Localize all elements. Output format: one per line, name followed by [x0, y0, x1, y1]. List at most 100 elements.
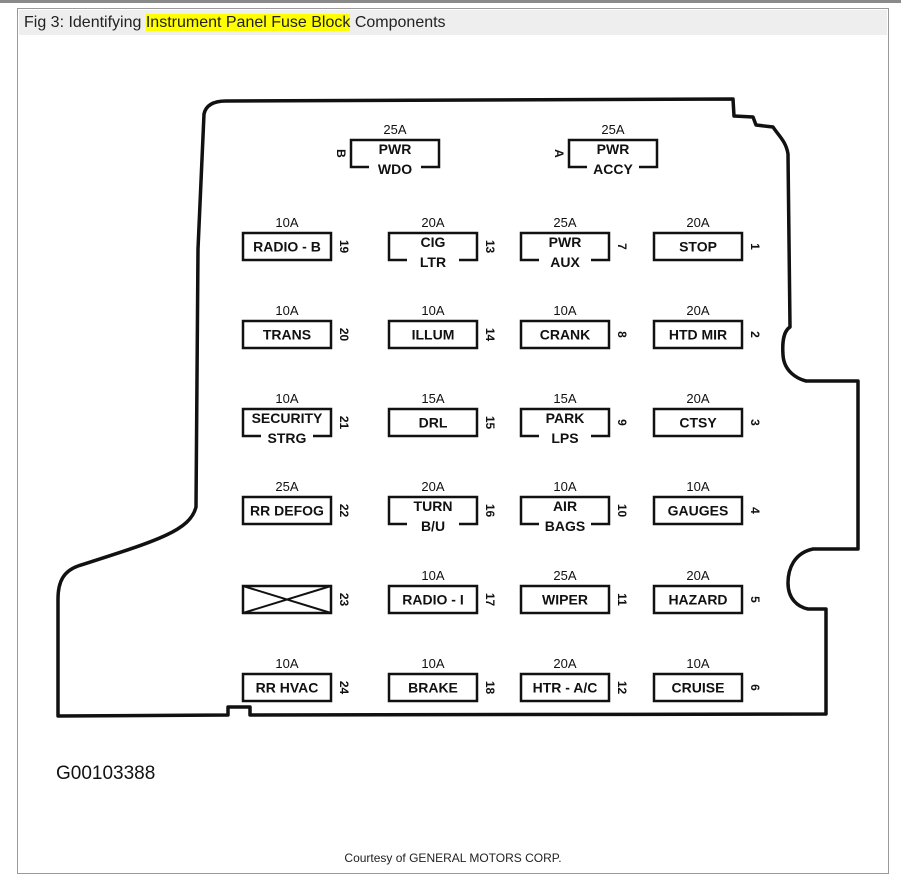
fuse-position-number: 23	[337, 593, 351, 607]
fuse-name: RR DEFOG	[250, 503, 324, 519]
caption-prefix: Fig 3: Identifying	[24, 14, 146, 31]
fuse-amperage: 10A	[275, 215, 298, 230]
fuse-position-number: 19	[337, 240, 351, 254]
caption-highlight: Instrument Panel Fuse Block	[145, 14, 351, 31]
fuse-position-number: 3	[748, 419, 762, 426]
fuse-sublabel: LTR	[420, 254, 446, 270]
fuse-body	[652, 495, 744, 526]
fuse-name: SECURITY	[252, 410, 323, 426]
fuse-name: HAZARD	[668, 592, 727, 608]
fuse-name: RR HVAC	[256, 680, 319, 696]
fuse-pwr-aux: 25A PWR AUX 7	[519, 215, 629, 270]
fuse-amperage: 25A	[553, 568, 576, 583]
fuse-body	[241, 231, 333, 262]
fuse-name: CRANK	[540, 327, 591, 343]
fuse-position-number: 10	[615, 504, 629, 518]
fuse-sublabel-mask	[539, 256, 591, 266]
fuse-sublabel-mask	[261, 432, 313, 442]
fuse-position-number: B	[334, 149, 348, 158]
fuse-amperage: 10A	[275, 303, 298, 318]
fuse-name: DRL	[419, 415, 448, 431]
fuse-position-number: 9	[615, 419, 629, 426]
fuse-amperage: 10A	[275, 391, 298, 406]
fuse-body	[652, 319, 744, 350]
fuse-sublabel-mask	[587, 163, 639, 173]
fuse-body	[241, 584, 333, 615]
fuse-amperage: 20A	[421, 215, 444, 230]
figure-caption: Fig 3: Identifying Instrument Panel Fuse…	[19, 10, 887, 35]
fuse-position-number: 18	[483, 681, 497, 695]
fuse-name: RADIO - B	[253, 239, 321, 255]
fuse-amperage: 25A	[275, 479, 298, 494]
fuse-position-number: 13	[483, 240, 497, 254]
fuse-body	[519, 672, 611, 703]
top-border-line	[0, 0, 901, 3]
fuse-amperage: 15A	[553, 391, 576, 406]
fuse-sublabel-mask	[539, 520, 591, 530]
fuse-position-number: 17	[483, 593, 497, 607]
fuse-htr-a-c: 20A HTR - A/C 12	[519, 656, 629, 703]
fuse-name: CRUISE	[672, 680, 725, 696]
fuse-position-number: 15	[483, 416, 497, 430]
fuse-amperage: 20A	[553, 656, 576, 671]
fuse-body	[241, 495, 333, 526]
fuse-position-number: 7	[615, 243, 629, 250]
fuse-sublabel: ACCY	[593, 161, 633, 177]
fuse-name: PWR	[549, 234, 582, 250]
fuse-name: RADIO - I	[402, 592, 463, 608]
fuse-name: HTD MIR	[669, 327, 727, 343]
fuse-23-empty: 23	[241, 584, 351, 615]
fuse-sublabel-mask	[407, 520, 459, 530]
fuse-amperage: 20A	[686, 391, 709, 406]
fuse-position-number: 8	[615, 331, 629, 338]
fuse-position-number: 16	[483, 504, 497, 518]
fuse-name: PARK	[546, 410, 585, 426]
fuse-body	[652, 231, 744, 262]
fuse-body	[652, 407, 744, 438]
fuse-body	[387, 672, 479, 703]
fuse-body	[387, 319, 479, 350]
fuse-name: CTSY	[679, 415, 717, 431]
fuse-body	[652, 672, 744, 703]
fuse-position-number: 1	[748, 243, 762, 250]
fuse-body	[241, 319, 333, 350]
fuse-amperage: 25A	[383, 122, 406, 137]
figure-frame: Fig 3: Identifying Instrument Panel Fuse…	[17, 8, 889, 874]
fuse-name: GAUGES	[668, 503, 729, 519]
fuse-position-number: 14	[483, 328, 497, 342]
fuse-sublabel: LPS	[551, 430, 578, 446]
fuse-sublabel: BAGS	[545, 518, 585, 534]
fuse-body	[241, 672, 333, 703]
fuse-position-number: 4	[748, 507, 762, 514]
fuse-amperage: 25A	[553, 215, 576, 230]
fuse-name: HTR - A/C	[533, 680, 598, 696]
fuse-body	[387, 407, 479, 438]
fuse-position-number: 20	[337, 328, 351, 342]
fuse-name: AIR	[553, 498, 577, 514]
fuse-sublabel: WDO	[378, 161, 412, 177]
fuse-position-number: 12	[615, 681, 629, 695]
fuse-park-lps: 15A PARK LPS 9	[519, 391, 629, 446]
fuse-amperage: 20A	[421, 479, 444, 494]
fuse-name: STOP	[679, 239, 717, 255]
fuse-body	[519, 584, 611, 615]
fuse-sublabel: AUX	[550, 254, 580, 270]
fuse-position-number: 6	[748, 684, 762, 691]
fuse-amperage: 20A	[686, 568, 709, 583]
